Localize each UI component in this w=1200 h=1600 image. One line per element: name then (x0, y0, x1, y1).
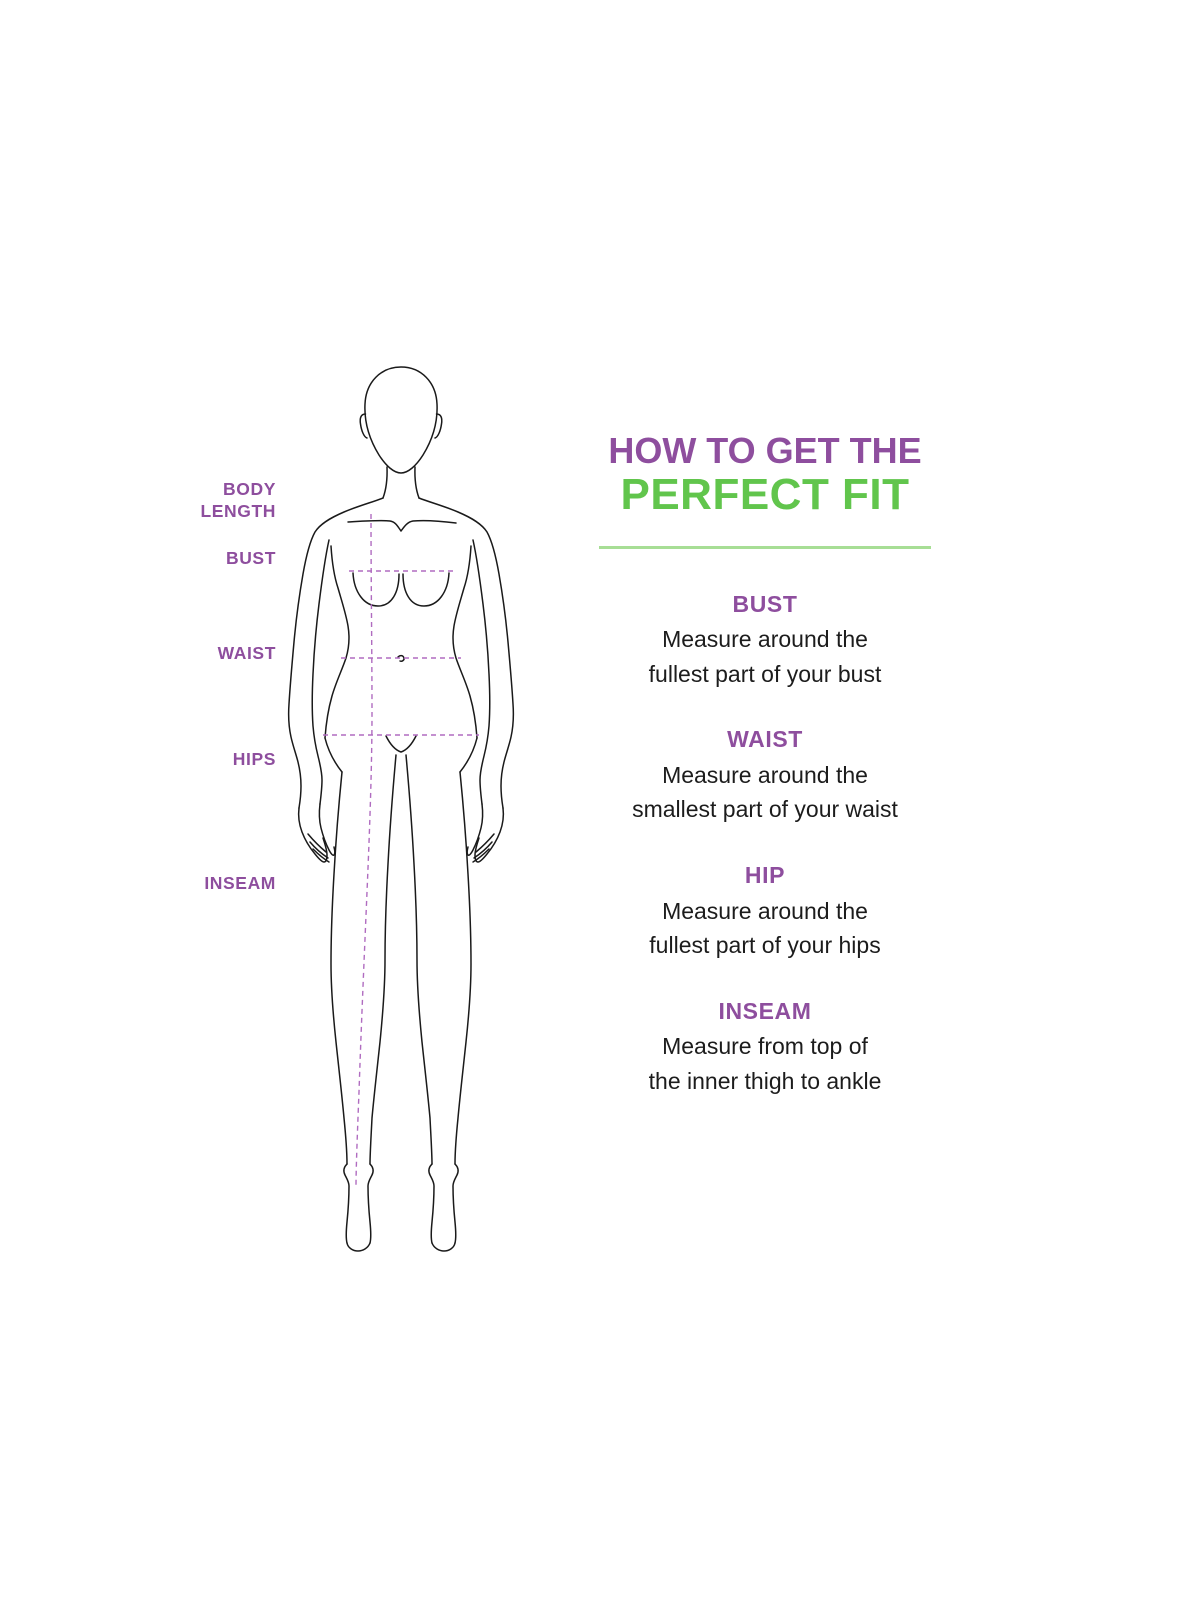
section-body-waist: Measure around the smallest part of your… (632, 761, 898, 823)
body-outline (287, 366, 515, 1252)
info-panel: HOW TO GET THE PERFECT FIT BUST Measure … (575, 430, 955, 1099)
right-arm-inner (472, 539, 491, 805)
right-foot-tip (431, 1242, 456, 1252)
page-title: HOW TO GET THE PERFECT FIT (575, 430, 955, 520)
right-hand-outline (474, 807, 505, 863)
left-arm-inner (311, 539, 330, 805)
left-ankle-inner (367, 1163, 374, 1244)
right-ear (434, 413, 443, 439)
left-bust-curve (352, 572, 400, 607)
neck-right (414, 466, 420, 499)
left-hip-to-thigh (324, 737, 343, 773)
neck-left (382, 466, 388, 499)
right-bust-curve (402, 572, 450, 607)
page-title-line-2: PERFECT FIT (620, 470, 910, 520)
left-hand-outline (297, 807, 328, 863)
measurement-guides (323, 513, 479, 1187)
torso-right-side (452, 545, 478, 739)
measurement-section-hip: HIP Measure around the fullest part of y… (575, 862, 955, 963)
measurement-section-inseam: INSEAM Measure from top of the inner thi… (575, 998, 955, 1099)
crotch-line (385, 735, 417, 753)
right-ankle-outer (452, 1163, 459, 1244)
female-croquis-illustration (287, 366, 515, 1252)
figure-label-bust: BUST (225, 548, 276, 568)
figure-panel: BODY LENGTH BUST WAIST HIPS INSEAM (0, 0, 560, 1600)
section-title-waist: WAIST (727, 726, 803, 753)
left-leg-inner (369, 754, 397, 1165)
page-title-line-1: HOW TO GET THE (608, 430, 922, 471)
section-title-hip: HIP (744, 861, 786, 888)
right-leg-inner (405, 754, 433, 1165)
figure-label-hips: HIPS (232, 749, 276, 769)
left-foot-tip (346, 1242, 371, 1252)
body-length-guide-line (355, 513, 373, 1187)
title-divider (599, 545, 931, 549)
torso-left-side (324, 545, 350, 739)
measurement-section-bust: BUST Measure around the fullest part of … (575, 591, 955, 692)
left-leg-outer (330, 771, 348, 1165)
left-arm-outer (287, 497, 384, 809)
right-finger-1 (475, 833, 495, 853)
measurement-section-waist: WAIST Measure around the smallest part o… (575, 726, 955, 827)
figure-label-waist: WAIST (217, 643, 276, 663)
section-body-inseam: Measure from top of the inner thigh to a… (648, 1033, 882, 1094)
left-finger-3 (312, 848, 330, 863)
right-finger-3 (472, 848, 490, 863)
left-ear (359, 413, 368, 439)
collarbone-line (347, 519, 457, 532)
head-outline (364, 366, 438, 474)
right-hip-to-thigh (459, 737, 478, 773)
section-body-bust: Measure around the fullest part of your … (648, 626, 882, 687)
right-leg-outer (454, 771, 472, 1165)
left-ankle-outer (343, 1163, 350, 1244)
figure-label-body-length: BODY LENGTH (200, 479, 276, 521)
left-finger-1 (307, 833, 327, 853)
right-ankle-inner (428, 1163, 435, 1244)
section-title-inseam: INSEAM (718, 997, 812, 1024)
section-body-hip: Measure around the fullest part of your … (649, 897, 881, 959)
section-title-bust: BUST (732, 590, 798, 617)
right-arm-outer (418, 497, 515, 809)
left-finger-2 (309, 841, 329, 859)
right-finger-2 (473, 841, 493, 859)
figure-label-inseam: INSEAM (204, 873, 276, 893)
